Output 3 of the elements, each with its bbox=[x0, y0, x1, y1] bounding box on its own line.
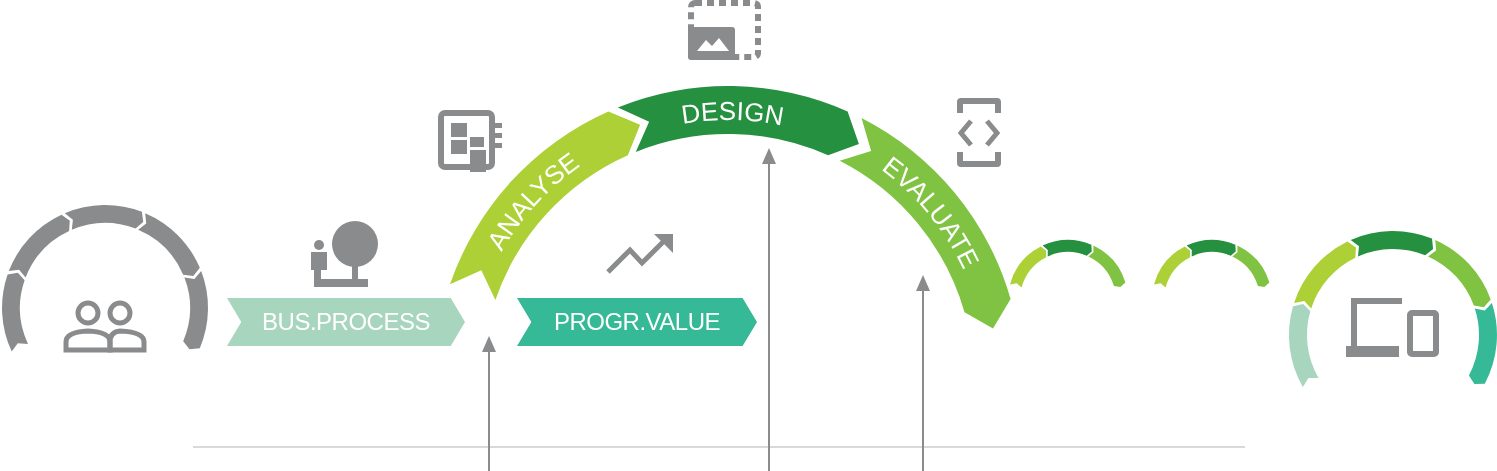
arc-segment: DESIGN bbox=[617, 86, 859, 156]
banner-label: BUS.PROCESS bbox=[227, 298, 465, 346]
banner-label: PROGR.VALUE bbox=[517, 298, 757, 346]
